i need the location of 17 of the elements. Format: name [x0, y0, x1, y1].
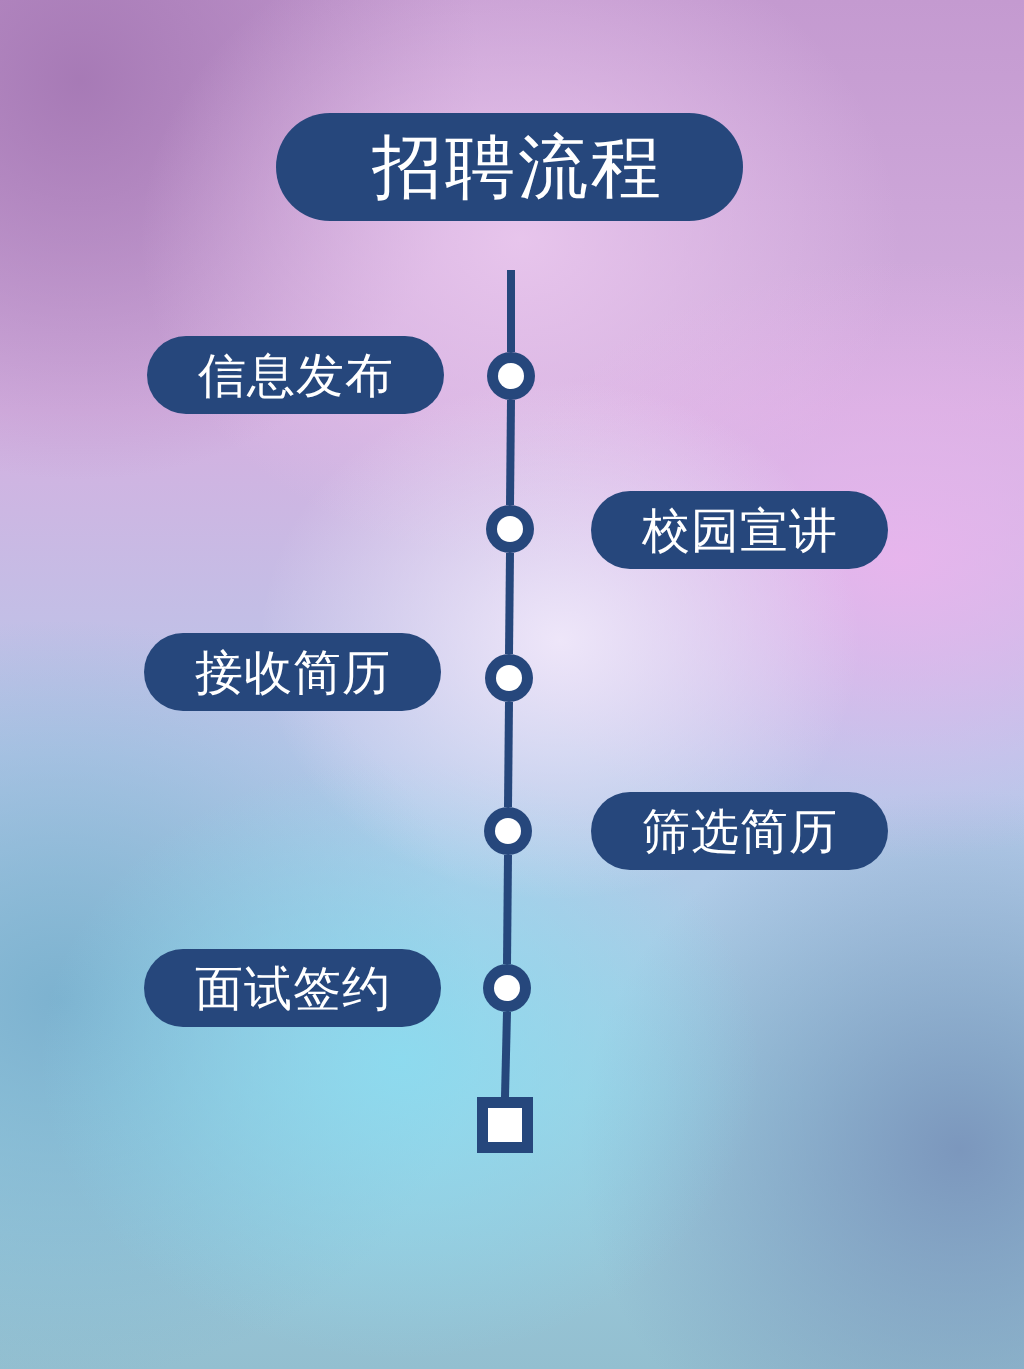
timeline-dot	[483, 964, 531, 1012]
timeline-dot	[487, 352, 535, 400]
step-pill: 筛选简历	[591, 792, 888, 870]
timeline-dot	[486, 505, 534, 553]
timeline-line	[505, 552, 514, 655]
step-pill: 接收简历	[144, 633, 441, 711]
timeline-line	[506, 399, 515, 506]
step-pill: 面试签约	[144, 949, 441, 1027]
timeline-dot	[485, 654, 533, 702]
timeline-line	[504, 701, 513, 808]
step-pill: 信息发布	[147, 336, 444, 414]
timeline-dot	[484, 807, 532, 855]
end-square	[477, 1097, 533, 1153]
step-pill: 校园宣讲	[591, 491, 888, 569]
title-banner: 招聘流程	[276, 113, 743, 221]
timeline-line	[503, 854, 512, 965]
timeline-line	[501, 1011, 511, 1098]
